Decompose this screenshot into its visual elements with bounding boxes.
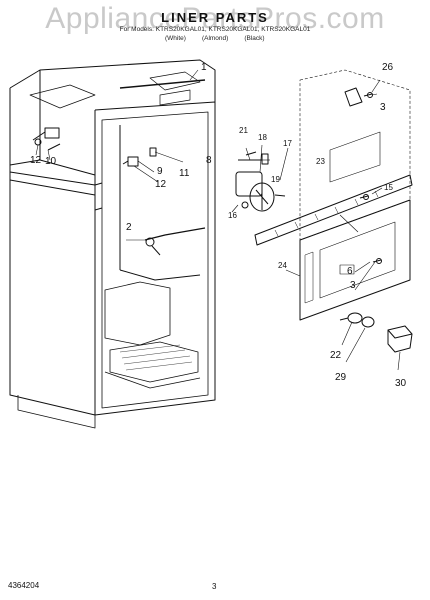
callout-18: 18	[258, 133, 267, 142]
liner-top-ridge	[119, 79, 206, 89]
evaporator-cover-part	[299, 199, 411, 321]
watermark-text: AppliancePartsPros.com	[45, 2, 385, 35]
callout-16: 16	[228, 211, 237, 220]
callout-8: 8	[206, 155, 212, 166]
callout-3-top: 3	[380, 102, 386, 113]
callout-30: 30	[395, 378, 407, 389]
page-title: LINER PARTS	[161, 10, 269, 25]
callout-9: 9	[157, 166, 163, 177]
color-label-almond: (Almond)	[201, 35, 229, 42]
callout-12-right: 12	[155, 179, 167, 190]
callout-15: 15	[384, 183, 393, 192]
color-label-white: (White)	[165, 35, 186, 42]
screw-parts	[245, 92, 382, 264]
models-line: For Models: KTRS20KGAL01, KTRS20KGAL01, …	[119, 26, 311, 33]
thermostat-housing-part	[32, 127, 61, 151]
control-part	[122, 147, 157, 167]
callout-22: 22	[330, 350, 342, 361]
air-duct-strip-part	[254, 174, 413, 246]
liner-body	[9, 59, 216, 429]
page-number: 3	[212, 582, 217, 591]
callout-12-left: 12	[30, 155, 42, 166]
callout-17: 17	[283, 139, 292, 148]
callout-21: 21	[239, 126, 248, 135]
light-socket-part	[339, 312, 375, 328]
rear-mount-panel-part	[299, 69, 411, 241]
callout-10: 10	[45, 156, 57, 167]
callout-26: 26	[382, 62, 394, 73]
color-labels: (White) (Almond) (Black)	[165, 35, 365, 42]
fan-assembly-part	[235, 153, 286, 212]
wire-harness-part	[144, 227, 206, 256]
callout-6: 6	[347, 266, 353, 277]
light-cover-part	[387, 325, 413, 353]
callout-29: 29	[335, 372, 347, 383]
bracket-part	[344, 87, 363, 107]
callout-2: 2	[126, 222, 132, 233]
callout-3-lower: 3	[350, 280, 356, 291]
document-number: 4364204	[8, 581, 40, 590]
callout-23: 23	[316, 157, 325, 166]
callout-24: 24	[278, 261, 287, 270]
color-label-black: (Black)	[244, 35, 265, 42]
callout-19: 19	[271, 175, 280, 184]
callout-11: 11	[179, 168, 190, 179]
callout-1: 1	[201, 62, 207, 73]
